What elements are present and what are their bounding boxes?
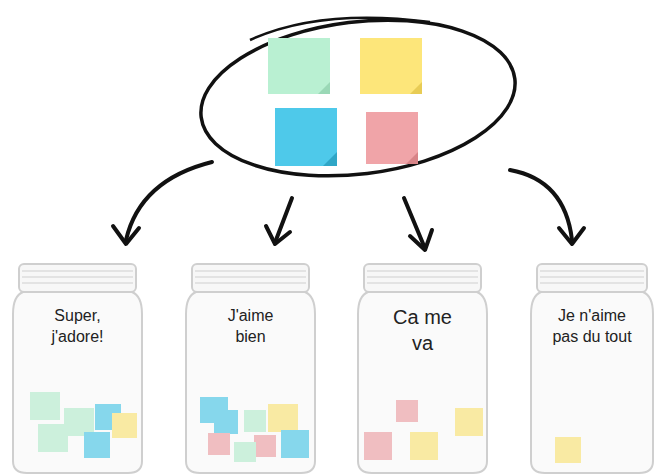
jar-node: Super, j'adore! bbox=[10, 262, 145, 474]
jar-node: Je n'aime pas du tout bbox=[528, 262, 656, 474]
arrow-head bbox=[266, 226, 290, 244]
jar-body bbox=[186, 292, 315, 473]
jar-node: Ca me va bbox=[355, 262, 490, 474]
jar-body bbox=[531, 292, 653, 473]
ellipse-stroke bbox=[250, 18, 430, 40]
sticky-note-blue bbox=[275, 108, 337, 166]
arrows bbox=[113, 162, 584, 250]
jar-body bbox=[358, 292, 487, 473]
jar-label: J'aime bien bbox=[211, 306, 291, 348]
lid-ridge bbox=[22, 270, 133, 272]
sticky-curl bbox=[323, 152, 337, 166]
sticky-curl bbox=[318, 82, 330, 94]
jar-label: Super, j'adore! bbox=[33, 306, 123, 348]
lid-ridge bbox=[367, 276, 478, 278]
jar-label: Ca me va bbox=[383, 304, 463, 356]
lid-ridge bbox=[540, 276, 644, 278]
lid-ridge bbox=[195, 276, 306, 278]
sticky-curl bbox=[406, 152, 418, 164]
jar-lid bbox=[192, 264, 309, 292]
sticky-note-pink bbox=[366, 112, 418, 164]
hand-ellipse bbox=[192, 3, 524, 192]
sticky-note-green bbox=[268, 38, 330, 94]
jar-outline bbox=[355, 262, 490, 474]
jar-outline bbox=[10, 262, 145, 474]
arrow-head bbox=[559, 228, 584, 244]
lid-ridge bbox=[540, 270, 644, 272]
jar-node: J'aime bien bbox=[183, 262, 318, 474]
jar-outline bbox=[183, 262, 318, 474]
lid-ridge bbox=[195, 270, 306, 272]
jar-label: Je n'aime pas du tout bbox=[550, 306, 634, 348]
lid-ridge bbox=[367, 270, 478, 272]
arrow-head bbox=[410, 230, 432, 250]
jar-outline bbox=[528, 262, 656, 474]
lid-ridge bbox=[22, 276, 133, 278]
sticky-note-yellow bbox=[360, 38, 422, 94]
jar-lid bbox=[364, 264, 481, 292]
sticky-group bbox=[192, 3, 524, 192]
lid-ridge bbox=[367, 282, 478, 284]
sticky-notes bbox=[268, 38, 422, 166]
arrow-head bbox=[113, 226, 139, 244]
lid-ridge bbox=[195, 282, 306, 284]
lid-ridge bbox=[22, 282, 133, 284]
jar-lid bbox=[537, 264, 647, 292]
jar-body bbox=[13, 292, 142, 473]
sticky-curl bbox=[410, 82, 422, 94]
lid-ridge bbox=[540, 282, 644, 284]
jar-lid bbox=[19, 264, 136, 292]
